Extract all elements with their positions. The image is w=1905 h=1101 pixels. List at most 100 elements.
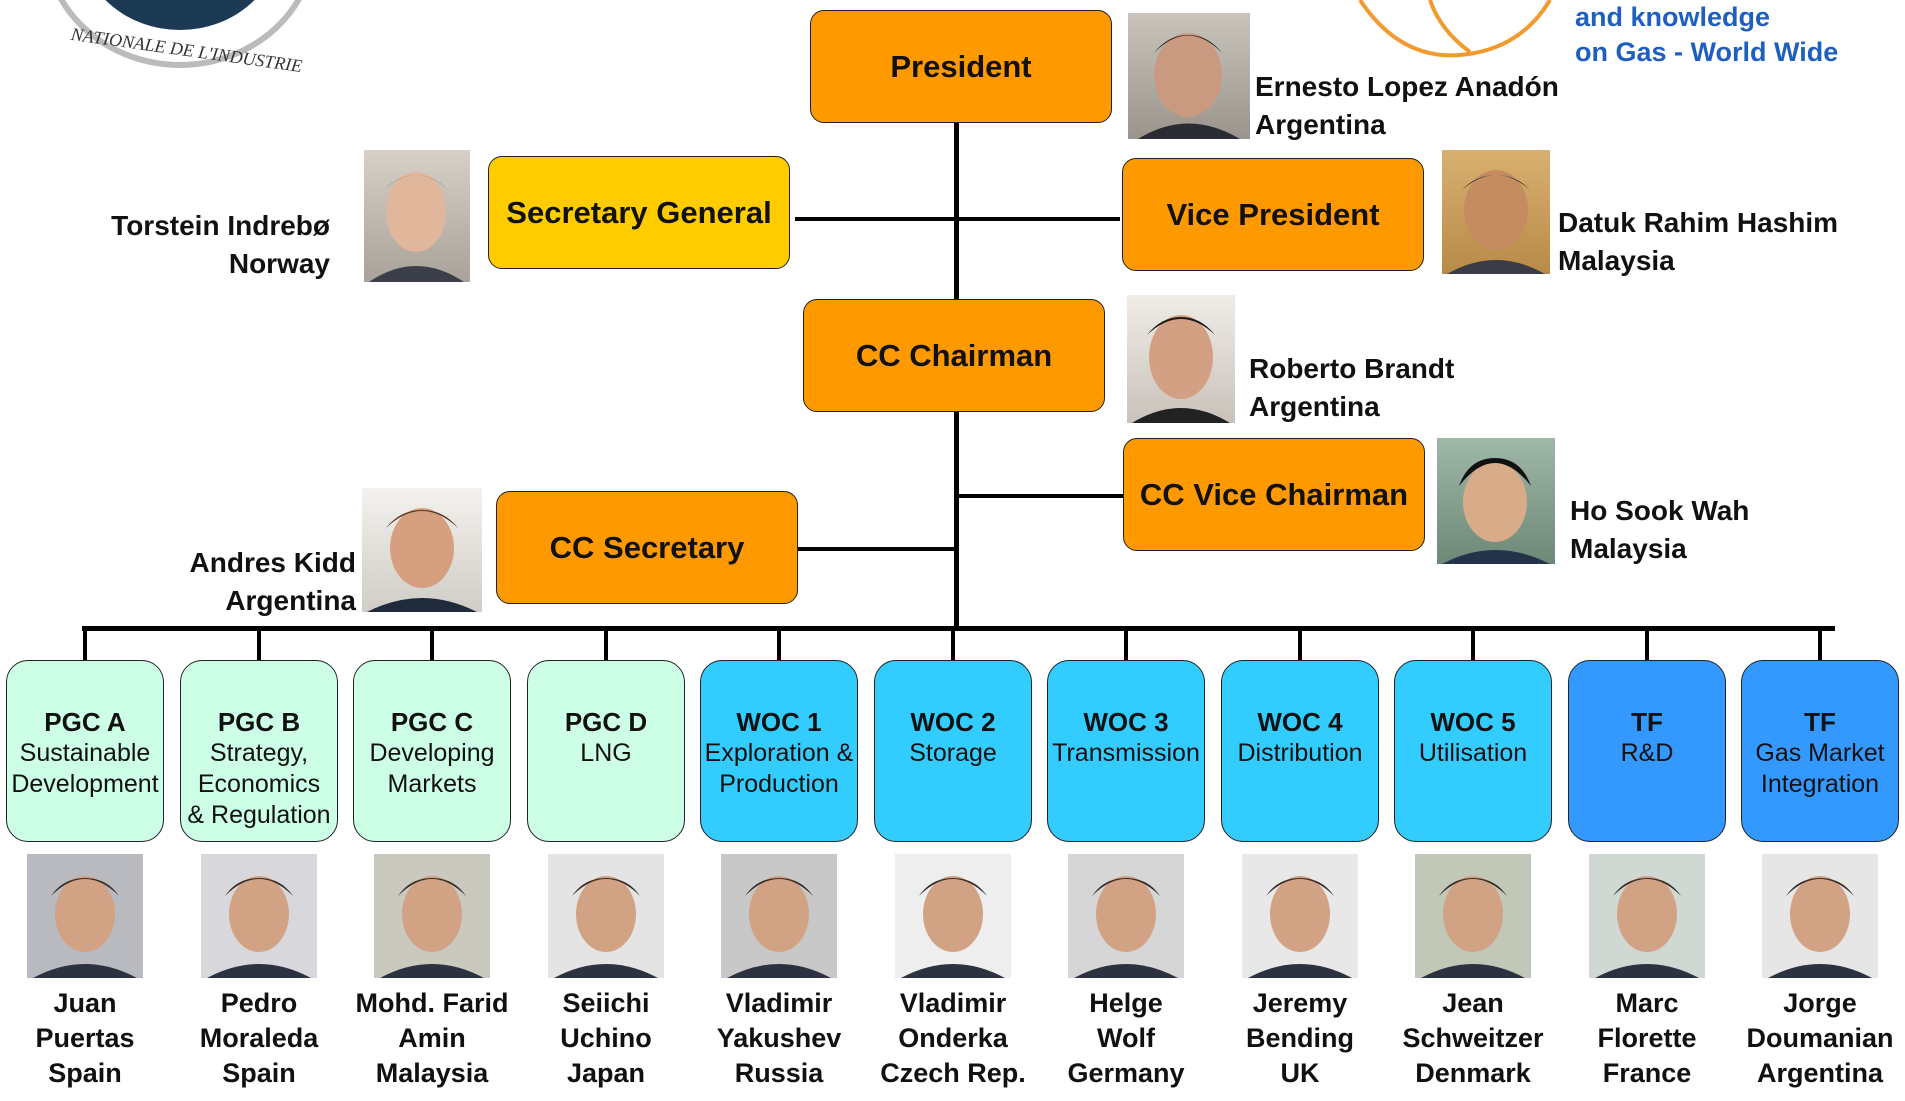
committee-desc: & Regulation [187, 801, 331, 829]
committee-member-line: Schweitzer [1402, 1023, 1544, 1053]
right-logo: and knowledge on Gas - World Wide [1340, 0, 1905, 75]
committee-member-line: France [1602, 1058, 1692, 1088]
committee-desc: Sustainable [19, 739, 151, 767]
committee-member-photo [1589, 854, 1705, 978]
committee-desc: Integration [1760, 770, 1880, 798]
committee-desc: Development [11, 770, 159, 798]
vice-president-name: Datuk Rahim Hashim [1558, 207, 1839, 238]
committee-connector [777, 628, 781, 662]
secretary-general-title: Secretary General [506, 194, 772, 230]
right-logo-line1: and knowledge [1575, 2, 1771, 32]
committee-member-line: Onderka [898, 1023, 1008, 1053]
committee-connector [1298, 628, 1302, 662]
cc-chairman-title: CC Chairman [855, 337, 1053, 373]
committee-member-line: Japan [566, 1058, 646, 1088]
committee-member-photo [1242, 854, 1358, 978]
committee-desc: Strategy, [209, 739, 309, 767]
committee-member-photo [1762, 854, 1878, 978]
left-logo: NATIONALE DE L'INDUSTRIE [30, 0, 330, 75]
committee-connector [1124, 628, 1128, 662]
committee-connector [951, 628, 955, 662]
committee-desc: LNG [580, 739, 632, 767]
committee-member-photo [201, 854, 317, 978]
vice-president-country: Malaysia [1558, 245, 1675, 276]
bottom-bar [82, 626, 1835, 631]
committee-code: PGC D [564, 707, 648, 737]
cc-chairman-name-block: Roberto Brandt Argentina [1249, 350, 1454, 426]
committee-member-line: Wolf [1097, 1023, 1155, 1053]
president-title: President [890, 48, 1032, 84]
committee-member-line: Doumanian [1746, 1023, 1894, 1053]
committee-member-photo [895, 854, 1011, 978]
committee-member-line: Uchino [560, 1023, 652, 1053]
vice-president-name-block: Datuk Rahim Hashim Malaysia [1558, 204, 1838, 280]
cc-secretary-name: Andres Kidd [189, 547, 356, 578]
committee-connector [430, 628, 434, 662]
secretary-general-country: Norway [228, 248, 330, 279]
committee-desc: Economics [197, 770, 321, 798]
cc-secretary-box: CC Secretary [496, 491, 798, 604]
committee-member-line: Juan [53, 988, 117, 1018]
committee-connector [604, 628, 608, 662]
cc-chairman-photo [1127, 295, 1235, 423]
committee-member-line: Moraleda [199, 1023, 319, 1053]
cc-chairman-box: CC Chairman [803, 299, 1105, 412]
committee-desc: Markets [387, 770, 477, 798]
committee-desc: Transmission [1052, 739, 1200, 767]
president-photo [1128, 13, 1250, 139]
vice-president-box: Vice President [1122, 158, 1424, 271]
cc-chairman-country: Argentina [1249, 391, 1380, 422]
committee-member-line: Jean [1442, 988, 1504, 1018]
committee-member-line: Puertas [35, 1023, 135, 1053]
committee-desc: Gas Market [1755, 739, 1885, 767]
committee-desc: Production [719, 770, 839, 798]
committee-code: WOC 3 [1083, 707, 1169, 737]
committee-member-line: Pedro [220, 988, 298, 1018]
committee-member-line: Marc [1615, 988, 1679, 1018]
committee-code: TF [1631, 707, 1663, 737]
committee-member-line: Russia [734, 1058, 824, 1088]
committee-code: WOC 4 [1257, 707, 1343, 737]
committee-member-photo [1415, 854, 1531, 978]
committee-code: WOC 2 [910, 707, 996, 737]
secgen-connector [795, 217, 1120, 221]
secretary-general-photo [364, 150, 470, 282]
committee-member-line: Czech Rep. [880, 1058, 1026, 1088]
committee-connector [83, 628, 87, 662]
committee-member-line: Vladimir [725, 988, 833, 1018]
committee-member-line: Jorge [1783, 988, 1857, 1018]
secretary-general-box: Secretary General [488, 156, 790, 269]
cc-secretary-name-block: Andres Kidd Argentina [60, 544, 356, 620]
cc-chairman-name: Roberto Brandt [1249, 353, 1455, 384]
committee-member-line: Denmark [1415, 1058, 1531, 1088]
right-logo-line2: on Gas - World Wide [1575, 37, 1839, 67]
committee-member-line: Vladimir [899, 988, 1007, 1018]
committee-member-line: Jeremy [1252, 988, 1348, 1018]
cc-vice-chairman-box: CC Vice Chairman [1123, 438, 1425, 551]
cc-vice-chairman-name: Ho Sook Wah [1570, 495, 1750, 526]
committee-code: WOC 5 [1430, 707, 1516, 737]
committee-member-photo [27, 854, 143, 978]
committee-connector [257, 628, 261, 662]
ccsec-connector [798, 547, 958, 551]
committee-member-line: Malaysia [375, 1058, 489, 1088]
secretary-general-name: Torstein Indrebø [111, 210, 330, 241]
